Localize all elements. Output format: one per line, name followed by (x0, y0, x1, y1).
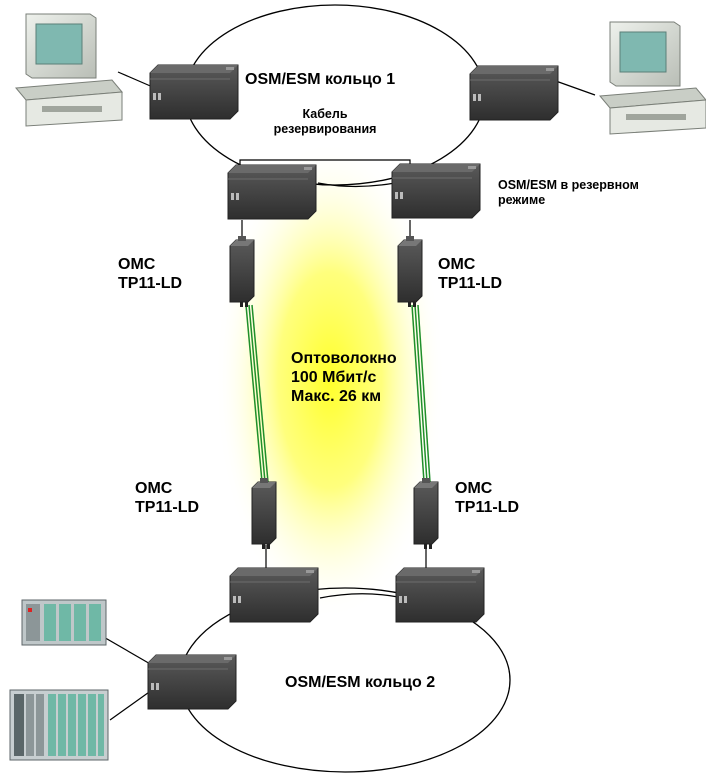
omc-line1: OMC (455, 480, 493, 497)
omc-line1: OMC (118, 256, 156, 273)
plc-rack-icon (9, 689, 109, 761)
plc-bottom-link (109, 689, 153, 721)
fiber-right (411, 304, 431, 483)
omc-line2: TP11-LD (118, 275, 183, 293)
standby-line2: режиме (498, 193, 546, 207)
fiber-line3: Макс. 26 км (291, 388, 382, 406)
ring-2-label: OSM/ESM кольцо 2 (285, 674, 436, 691)
standby-line1: OSM/ESM в резервном (498, 178, 639, 192)
omc-label-top-right: OMC TP11-LD (438, 255, 502, 293)
standby-link (317, 182, 396, 188)
fiber-line2: 100 Мбит/с (291, 369, 377, 387)
osm-esm-switch-icon (227, 164, 317, 220)
fiber-line1: Оптоволокно (291, 350, 397, 367)
fiber-label: Оптоволокно 100 Мбит/с Макс. 26 км (291, 349, 397, 407)
ring-1-label: OSM/ESM кольцо 1 (245, 71, 396, 88)
pc-right-link (552, 79, 596, 96)
omc-line2: TP11-LD (455, 499, 520, 517)
bottom-link (319, 593, 399, 599)
osm-esm-switch-icon (469, 65, 559, 121)
osm-esm-switch-icon (395, 567, 485, 623)
omc-line1: OMC (135, 480, 173, 497)
omc-label-top-left: OMC TP11-LD (118, 255, 182, 293)
omc-line1: OMC (438, 256, 476, 273)
standby-label: OSM/ESM в резервном режиме (498, 178, 639, 208)
fiber-left (245, 304, 269, 483)
pc-icon (599, 21, 706, 135)
omc-converter-icon (413, 478, 439, 549)
pc-icon (15, 13, 123, 127)
omc-line2: TP11-LD (135, 499, 200, 517)
redundancy-cable-line2: резервирования (273, 122, 377, 136)
osm-esm-switch-icon (391, 163, 481, 219)
omc-converter-icon (397, 236, 423, 307)
redundancy-cable-line1: Кабель (302, 107, 348, 121)
osm-esm-switch-icon (149, 64, 239, 120)
pc-left-link (117, 71, 156, 89)
omc-label-bottom-right: OMC TP11-LD (455, 479, 519, 517)
osm-esm-switch-icon (229, 567, 319, 623)
redundancy-cable-label: Кабель резервирования (245, 107, 405, 137)
omc-line2: TP11-LD (438, 275, 503, 293)
omc-converter-icon (229, 236, 255, 307)
omc-label-bottom-left: OMC TP11-LD (135, 479, 199, 517)
plc-rack-icon (21, 599, 107, 646)
osm-esm-switch-icon (147, 654, 237, 710)
omc-converter-icon (251, 478, 277, 549)
